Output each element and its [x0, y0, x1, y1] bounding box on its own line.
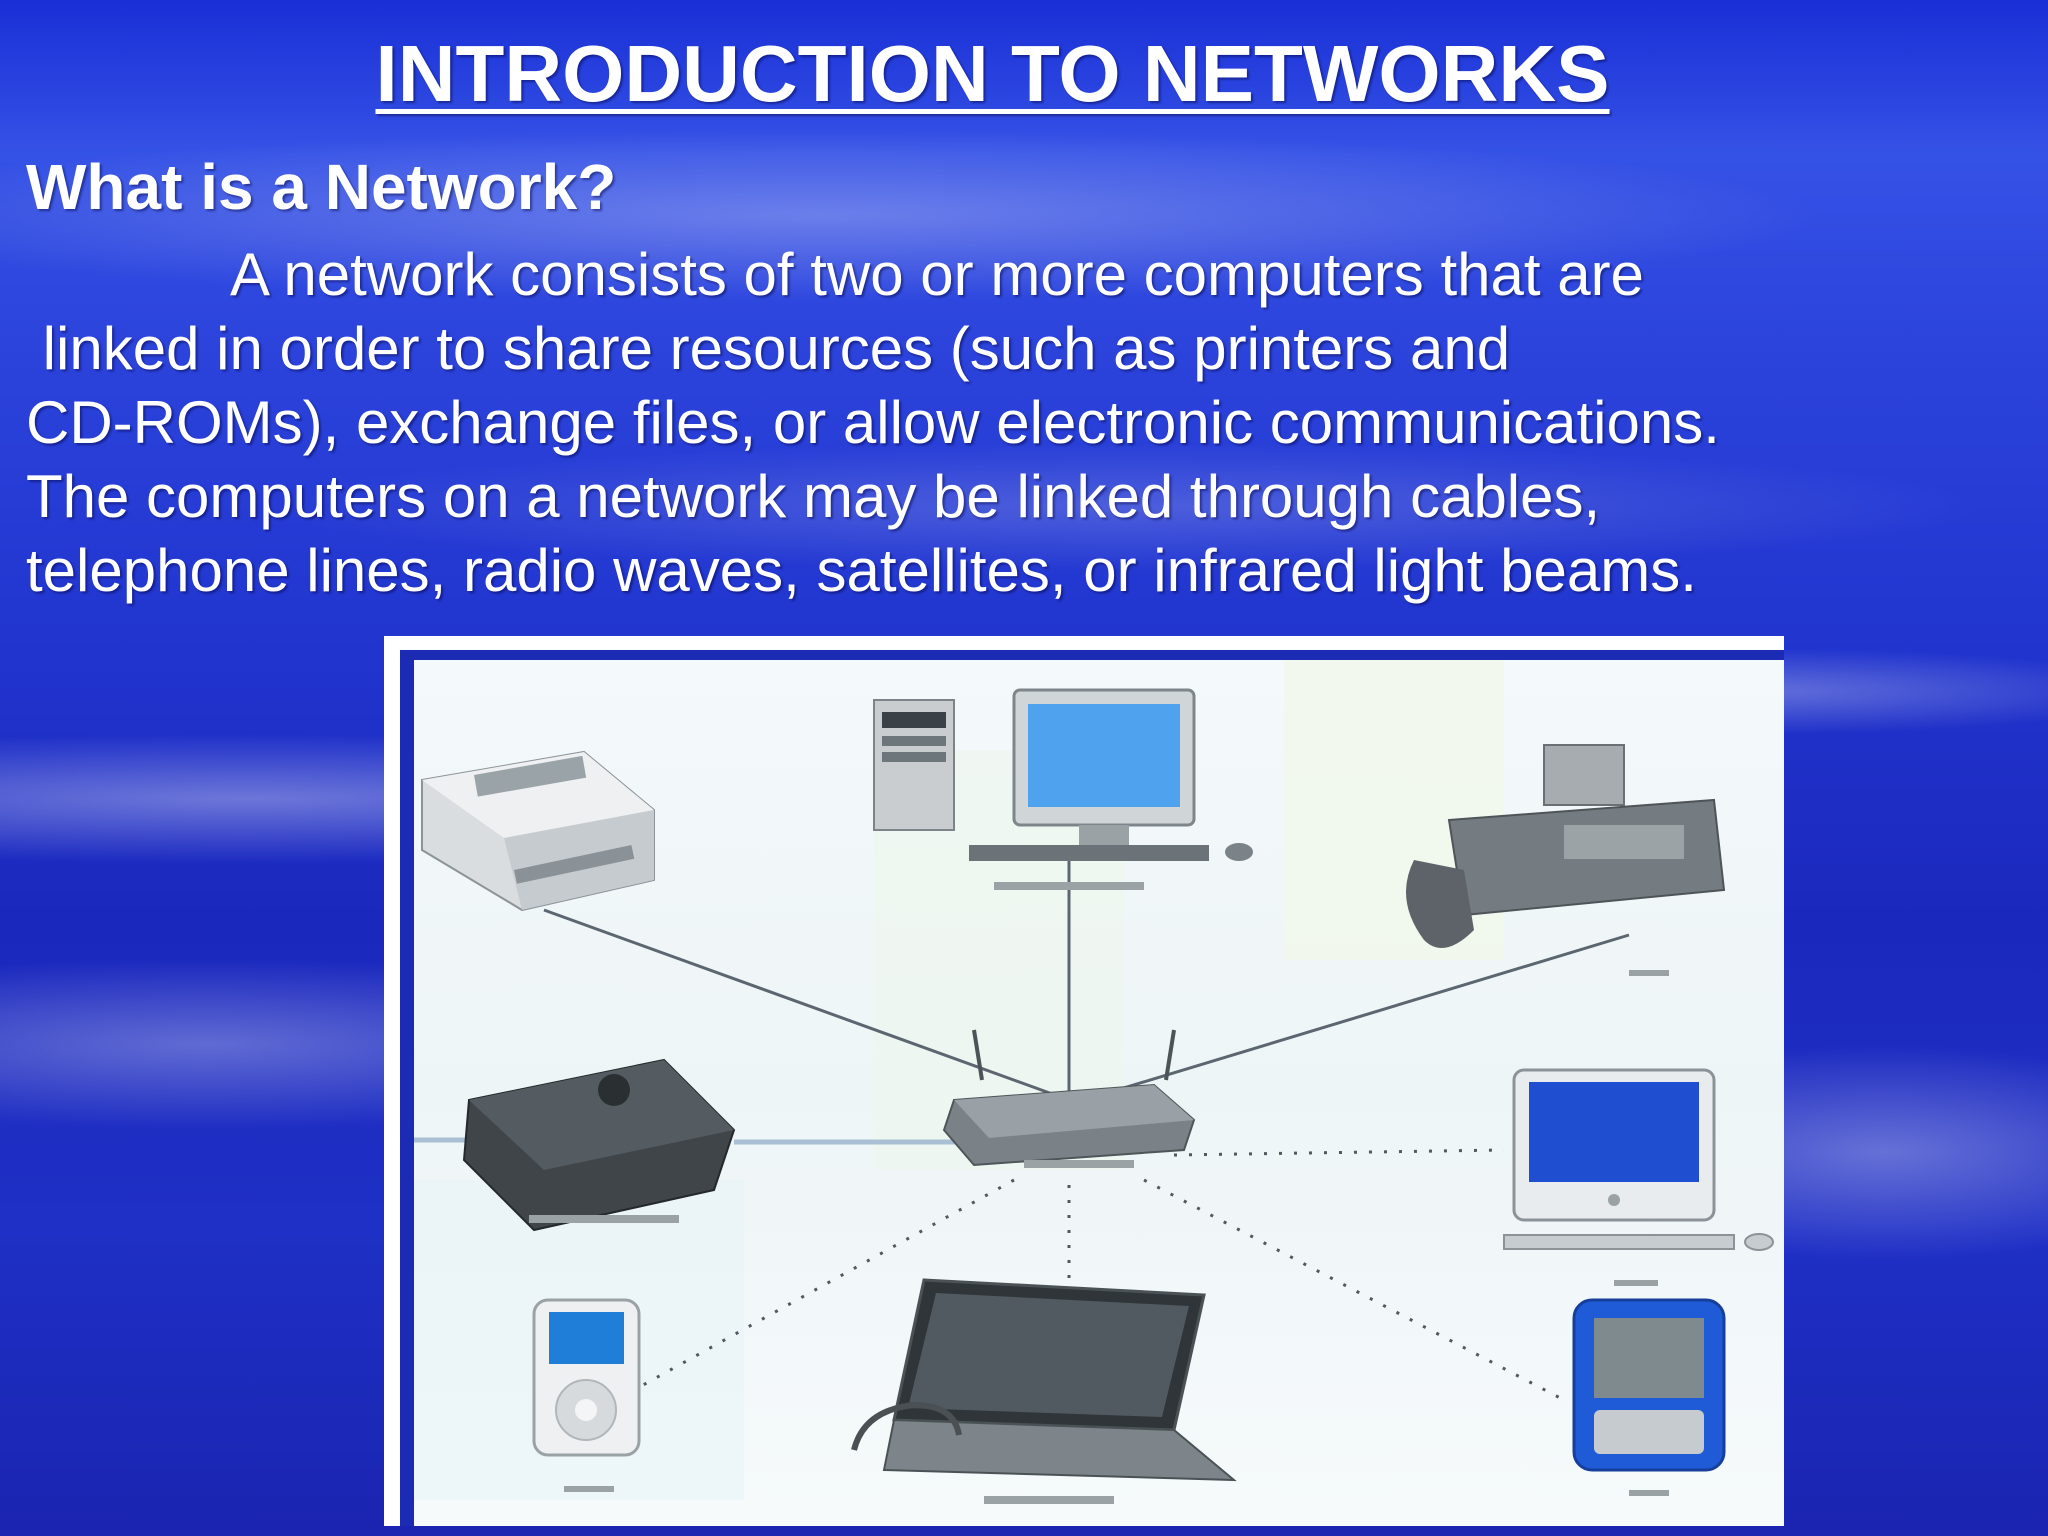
laptop-icon: [851, 1278, 1237, 1504]
wireless-links: [633, 1148, 1565, 1402]
network-diagram-svg: [414, 660, 1774, 1504]
pda-icon: [1572, 1298, 1726, 1496]
body-paragraph: A network consists of two or more comput…: [26, 238, 2016, 608]
desktop-computer-icon: [873, 688, 1253, 890]
paragraph-line: CD-ROMs), exchange files, or allow elect…: [26, 389, 1720, 456]
router-icon: [942, 1029, 1196, 1168]
slide-title: INTRODUCTION TO NETWORKS: [375, 29, 1610, 118]
section-heading: What is a Network?: [26, 151, 617, 223]
fax-machine-icon: [1406, 744, 1726, 976]
paragraph-line: telephone lines, radio waves, satellites…: [26, 537, 1697, 604]
network-diagram-frame: [384, 636, 1784, 1526]
modem-icon: [462, 1058, 736, 1232]
paragraph-line: A network consists of two or more comput…: [230, 241, 1644, 308]
paragraph-line: linked in order to share resources (such…: [26, 315, 1511, 382]
paragraph-line: The computers on a network may be linked…: [26, 463, 1601, 530]
network-diagram: [400, 650, 1784, 1526]
printer-icon: [421, 750, 655, 912]
imac-icon: [1503, 1068, 1774, 1286]
ipod-icon: [532, 1298, 641, 1492]
